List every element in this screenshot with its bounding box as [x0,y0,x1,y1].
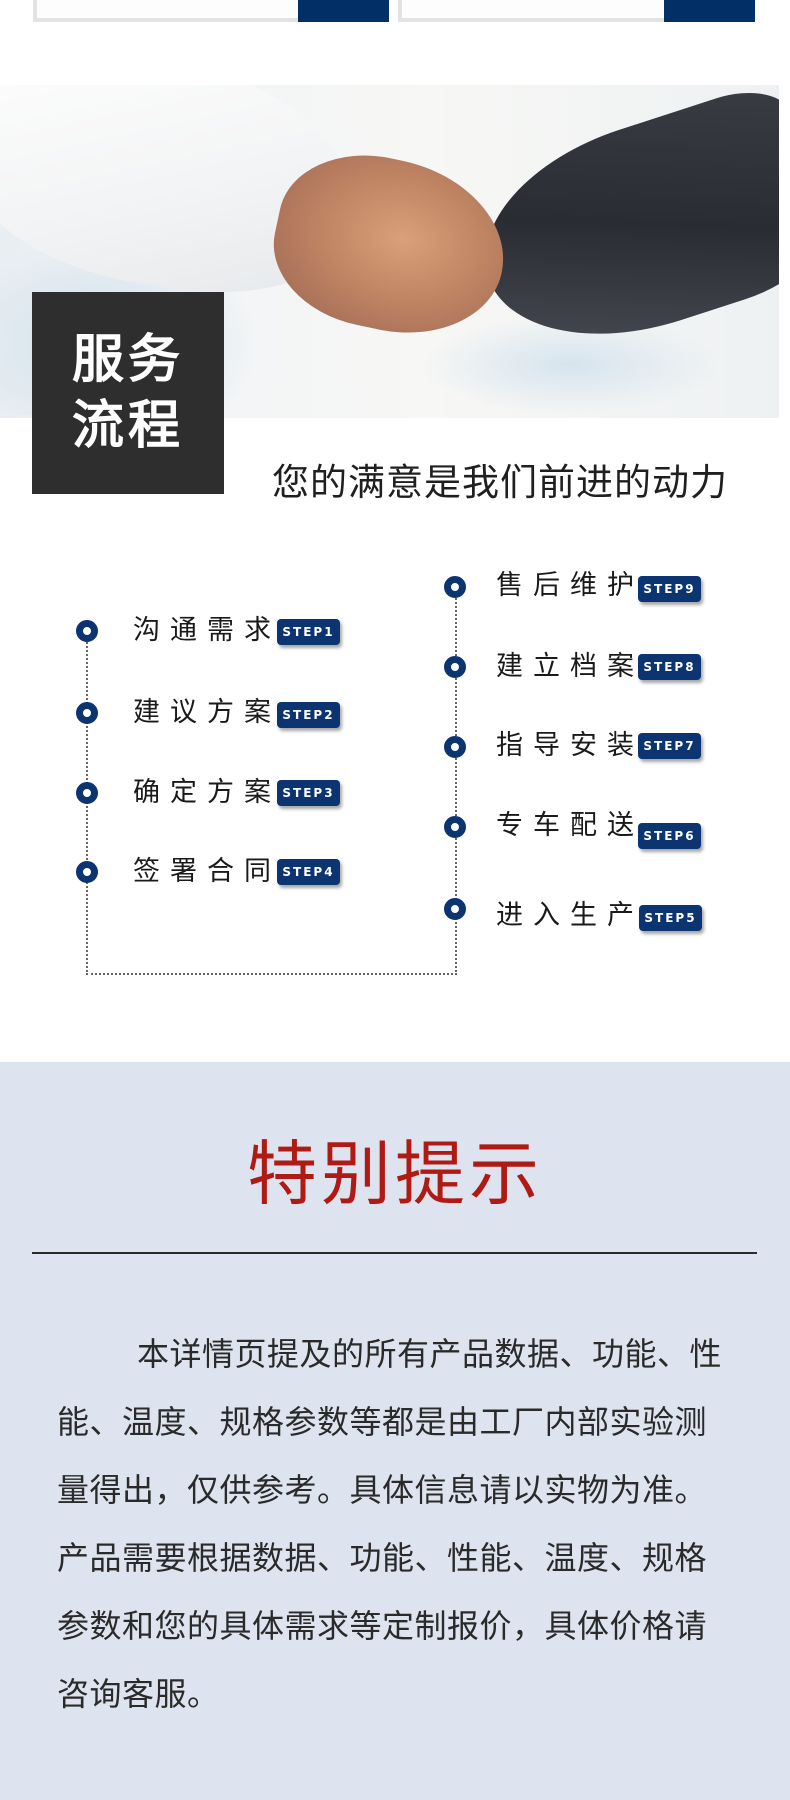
step-dot-icon [76,861,98,883]
step-badge: STEP4 [277,859,340,885]
bottom-dotted-line [86,973,457,975]
step-label: 建立档案 [496,651,644,682]
special-notice-section: 特别提示 本详情页提及的所有产品数据、功能、性能、温度、规格参数等都是由工厂内部… [0,1062,790,1800]
step-dot-icon [444,576,466,598]
step-label: 沟通需求 [133,615,281,646]
top-card-right [398,0,755,22]
notice-body: 本详情页提及的所有产品数据、功能、性能、温度、规格参数等都是由工厂内部实验测量得… [57,1335,723,1713]
step-badge: STEP3 [277,780,340,806]
hero-subtitle: 您的满意是我们前进的动力 [272,461,728,504]
step-badge: STEP9 [638,576,701,602]
top-card-right-accent [664,0,755,22]
step-badge: STEP7 [638,733,701,759]
step-badge: STEP1 [277,619,340,645]
service-title-line2: 流程 [71,396,184,456]
step-label: 建议方案 [133,697,281,728]
top-card-left-accent [298,0,389,22]
step-dot-icon [444,816,466,838]
step-label: 指导安装 [496,730,644,761]
step-badge: STEP5 [639,905,702,931]
step-dot-icon [444,656,466,678]
right-dotted-line [455,587,457,975]
step-label: 进入生产 [496,900,644,931]
notice-divider [32,1252,757,1254]
step-label: 专车配送 [496,810,644,841]
step-dot-icon [76,620,98,642]
step-dot-icon [444,898,466,920]
service-title-line1: 服务 [71,330,184,390]
step-label: 售后维护 [496,570,644,601]
step-label: 签署合同 [133,856,281,887]
service-process-title-box: 服务 流程 [32,292,224,494]
top-card-left [33,0,389,22]
step-dot-icon [76,702,98,724]
step-badge: STEP6 [638,823,701,849]
step-badge: STEP2 [277,702,340,728]
step-dot-icon [444,736,466,758]
notice-title: 特别提示 [247,1133,543,1215]
step-badge: STEP8 [638,654,701,680]
step-dot-icon [76,782,98,804]
step-label: 确定方案 [133,777,281,808]
